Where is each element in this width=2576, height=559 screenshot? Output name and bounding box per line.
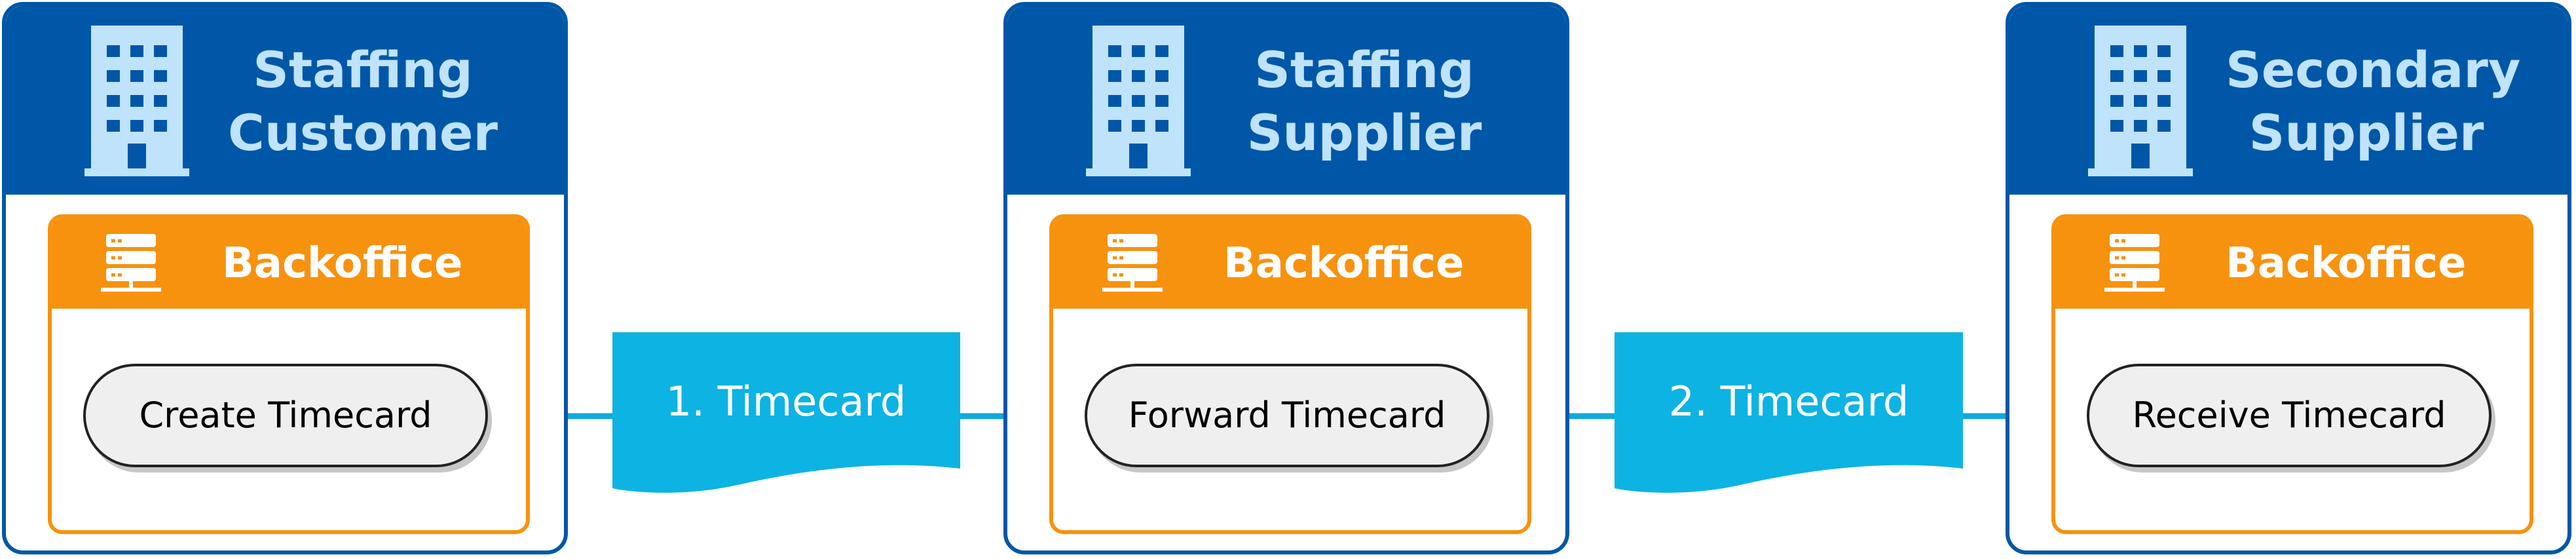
backoffice-box: Backoffice Receive Timecard	[2051, 214, 2533, 534]
party-secondary-supplier: Secondary Supplier Backoffice	[2006, 2, 2571, 554]
party-title-line-2: Supplier	[2249, 104, 2484, 162]
backoffice-label: Backoffice	[1223, 239, 1465, 288]
process-forward-timecard: Forward Timecard	[1085, 364, 1489, 467]
document-shape-1	[612, 332, 960, 493]
server-icon	[2104, 234, 2165, 292]
backoffice-box: Backoffice Forward Timecard	[1049, 214, 1531, 534]
backoffice-header: Backoffice	[52, 218, 526, 309]
party-header: Staffing Supplier	[1007, 6, 1565, 195]
party-title: Staffing Supplier	[1223, 39, 1505, 164]
document-label-1: 1. Timecard	[665, 377, 906, 425]
building-icon	[84, 26, 189, 176]
backoffice-label: Backoffice	[222, 239, 463, 288]
party-title-line-1: Staffing	[253, 41, 473, 99]
backoffice-header: Backoffice	[1053, 218, 1527, 309]
backoffice-header: Backoffice	[2055, 218, 2529, 309]
process-receive-timecard: Receive Timecard	[2087, 364, 2492, 467]
backoffice-box: Backoffice Create Timecard	[48, 214, 530, 534]
document-shape-2	[1615, 332, 1963, 493]
building-icon	[1086, 26, 1191, 176]
server-icon	[101, 234, 161, 292]
party-title: Secondary Supplier	[2226, 39, 2521, 164]
process-create-timecard: Create Timecard	[83, 364, 488, 467]
party-header: Staffing Customer	[6, 6, 564, 195]
party-title-line-1: Staffing	[1254, 41, 1474, 99]
party-header: Secondary Supplier	[2009, 6, 2567, 195]
party-staffing-supplier: Staffing Supplier Backoffice	[1003, 2, 1569, 554]
party-title-line-2: Supplier	[1246, 104, 1482, 162]
building-icon	[2088, 26, 2193, 176]
server-icon	[1102, 234, 1163, 292]
party-title-line-1: Secondary	[2226, 41, 2521, 99]
document-label-2: 2. Timecard	[1668, 377, 1909, 425]
party-title-line-2: Customer	[228, 104, 498, 162]
party-title: Staffing Customer	[222, 39, 504, 164]
backoffice-label: Backoffice	[2226, 239, 2467, 288]
party-staffing-customer: Staffing Customer Backoffice	[2, 2, 568, 554]
